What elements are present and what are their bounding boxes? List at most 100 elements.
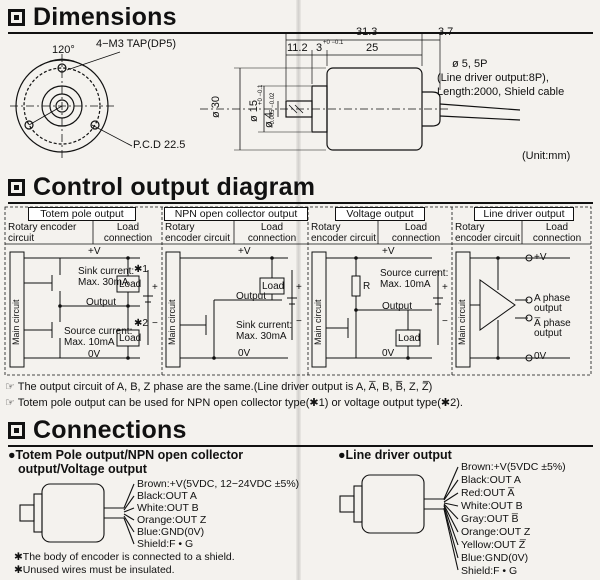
tap-hole-3 — [90, 120, 100, 130]
right-encoder-shaft — [339, 495, 355, 513]
p3-output: Output — [382, 301, 413, 312]
right-wire-blue: Blue:GND(0V) — [461, 552, 529, 564]
p1-zero-v: 0V — [88, 349, 101, 360]
p3-minus: − — [442, 316, 448, 327]
tap-hole-2 — [24, 120, 34, 130]
p1-minus: − — [152, 318, 158, 329]
p1-load-bottom: Load — [119, 333, 142, 344]
page-fold — [296, 0, 301, 580]
p3-plus: + — [442, 282, 448, 293]
connections-rule — [8, 445, 593, 447]
col-load-2: Load connection — [247, 222, 297, 244]
p2-sink2: Max. 30mA — [236, 331, 287, 342]
cable-spec-2: (Line driver output:8P), — [437, 72, 549, 84]
p3-plus-v: +V — [382, 246, 395, 257]
panel-title-totem: Totem pole output — [28, 207, 136, 221]
left-wire-blue: Blue:GND(0V) — [137, 526, 205, 538]
right-wire-orange: Orange:OUT Z — [461, 526, 531, 538]
dim-3: 3 — [316, 42, 323, 54]
dim-3-tolerance: +0 −0.1 — [323, 40, 344, 46]
p4-abar-phase1: A̅ phase — [534, 318, 571, 329]
p4-abar-phase2: output — [534, 328, 562, 339]
dimensions-title: Dimensions — [33, 3, 177, 31]
cable-spec-1: ø 5, 5P — [452, 58, 488, 70]
connections-note-2: ✱Unused wires must be insulated. — [14, 564, 175, 576]
left-encoder-flange — [33, 493, 43, 533]
p4-zero-v: 0V — [534, 351, 547, 362]
p1-output: Output — [86, 297, 117, 308]
section-marker-icon — [8, 179, 25, 196]
p3-source2: Max. 10mA — [380, 279, 431, 290]
right-encoder-flange — [353, 485, 363, 523]
main-circuit-box-2 — [165, 251, 181, 368]
left-wire-shield: Shield:F • G — [137, 538, 194, 550]
cable-spec-3: Length:2000, Shield cable — [437, 86, 565, 98]
p1-plus: + — [152, 282, 158, 293]
main-circuit-box-3 — [311, 251, 327, 368]
right-wire-shield: Shield:F • G — [461, 565, 518, 577]
connections-title: Connections — [33, 416, 187, 444]
left-wire-white: White:OUT B — [137, 502, 199, 514]
col-encoder-1: Rotary encoder circuit — [8, 222, 77, 244]
connections-left-title-1: ●Totem Pole output/NPN open collector — [8, 448, 244, 462]
dimensions-rule — [8, 32, 593, 34]
dim-11-2: 11.2 — [287, 42, 308, 54]
panel-title-voltage: Voltage output — [335, 207, 425, 221]
p2-load: Load — [262, 281, 285, 292]
left-encoder-body — [41, 483, 105, 543]
p2-sink1: Sink current: — [236, 320, 293, 331]
p1-source1: Source current: — [64, 326, 133, 337]
cable-line — [439, 103, 521, 111]
left-wire-orange: Orange:OUT Z — [137, 514, 207, 526]
p1-star2: ✱2 — [134, 318, 148, 329]
control-note-1: ☞ The output circuit of A, B, Z phase ar… — [5, 381, 433, 393]
col-encoder-2: Rotary encoder circuit — [165, 222, 231, 244]
section-marker-icon — [8, 422, 25, 439]
p1-sink2: Max. 30mA — [78, 277, 129, 288]
right-wire-yellow: Yellow:OUT Z̅ — [461, 539, 526, 551]
p3-source1: Source current: — [380, 268, 449, 279]
p2-zero-v: 0V — [238, 348, 251, 359]
p3-zero-v: 0V — [382, 348, 395, 359]
p4-a-phase1: A phase — [534, 293, 571, 304]
connections-left-title-2: output/Voltage output — [18, 462, 147, 476]
col-load-3: Load connection — [391, 222, 441, 244]
tap-label: 4−M3 TAP(DP5) — [96, 38, 176, 50]
panel-title-npn: NPN open collector output — [164, 207, 308, 221]
col-load-1: Load connection — [103, 222, 153, 244]
section-marker-icon — [8, 9, 25, 26]
control-note-2: ☞ Totem pole output can be used for NPN … — [5, 397, 463, 409]
dim-3-7: 3.7 — [438, 26, 454, 38]
p2-plus: + — [296, 282, 302, 293]
left-wire-black: Black:OUT A — [137, 490, 197, 502]
encoder-shaft-front — [55, 99, 69, 113]
dimensions-heading: Dimensions — [8, 3, 177, 32]
p1-load-top: Load — [119, 279, 142, 290]
right-wire-red: Red:OUT A̅ — [461, 487, 515, 499]
left-encoder-shaft — [19, 504, 35, 522]
col-encoder-4: Rotary encoder circuit — [455, 222, 521, 244]
pcd-label: P.C.D 22.5 — [133, 139, 186, 151]
p2-minus: − — [296, 316, 302, 327]
p1-star1: ✱1 — [134, 264, 148, 275]
connections-note-1: ✱The body of encoder is connected to a s… — [14, 551, 235, 563]
angle-label: 120° — [52, 44, 75, 56]
pcd-circle — [23, 67, 101, 145]
left-wire-brown: Brown:+V(5VDC, 12−24VDC ±5%) — [137, 478, 300, 490]
p3-load: Load — [398, 333, 421, 344]
p2-output: Output — [236, 291, 267, 302]
control-title: Control output diagram — [33, 173, 316, 201]
col-load-4: Load connection — [532, 222, 582, 244]
connections-heading: Connections — [8, 416, 187, 445]
main-circuit-box-4 — [455, 251, 471, 368]
p1-source2: Max. 10mA — [64, 337, 115, 348]
p4-a-phase2: output — [534, 303, 562, 314]
connections-right-title: ●Line driver output — [338, 448, 452, 462]
p1-plus-v: +V — [88, 246, 101, 257]
right-wire-white: White:OUT B — [461, 500, 523, 512]
right-wire-brown: Brown:+V(5VDC ±5%) — [461, 461, 566, 473]
dim-25: 25 — [366, 42, 379, 54]
panel-title-line-driver: Line driver output — [474, 207, 574, 221]
right-encoder-body — [361, 474, 425, 534]
